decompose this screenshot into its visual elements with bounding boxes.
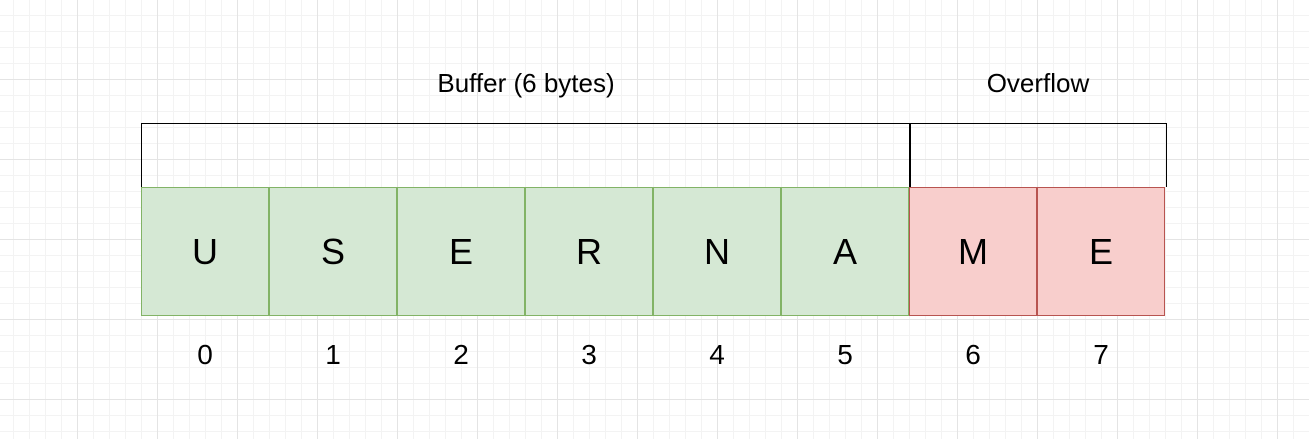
index-label-1: 1: [325, 339, 341, 370]
buffer-cell-1: S: [269, 187, 397, 316]
index-label-7: 7: [1093, 339, 1109, 370]
index-label-5: 5: [837, 339, 853, 370]
index-label-4: 4: [709, 339, 725, 370]
buffer-cell-4: N: [653, 187, 781, 316]
buffer-group-label: Buffer (6 bytes): [437, 68, 615, 98]
overflow-cell-6: M: [909, 187, 1037, 316]
buffer-bracket: [141, 123, 911, 187]
index-label-6: 6: [965, 339, 981, 370]
overflow-cell-7: E: [1037, 187, 1165, 316]
overflow-group-label: Overflow: [986, 68, 1090, 98]
buffer-cell-3: R: [525, 187, 653, 316]
buffer-cell-0: U: [141, 187, 269, 316]
index-label-3: 3: [581, 339, 597, 370]
index-label-2: 2: [453, 339, 469, 370]
overflow-bracket: [909, 123, 1167, 187]
buffer-cell-2: E: [397, 187, 525, 316]
buffer-cell-5: A: [781, 187, 909, 316]
index-label-0: 0: [197, 339, 213, 370]
